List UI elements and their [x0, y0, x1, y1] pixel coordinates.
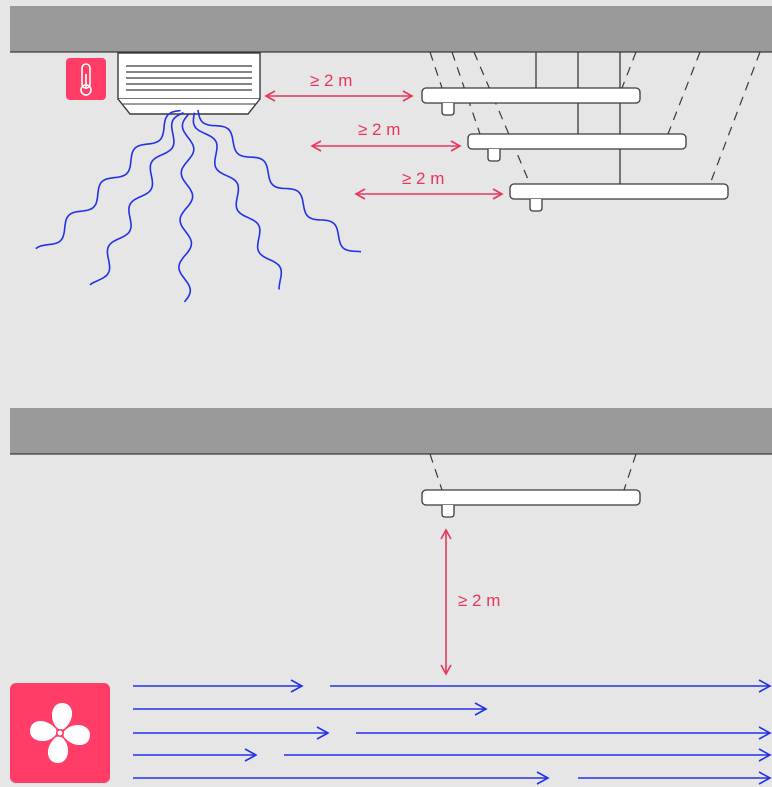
fan-airflow-arrows: [133, 686, 770, 778]
distance-label-1: ≥ 2 m: [310, 71, 352, 90]
distance-arrows-top: [266, 96, 502, 194]
panel-1: [422, 88, 640, 115]
top-scene: ≥ 2 m ≥ 2 m ≥ 2 m: [10, 6, 772, 302]
bottom-scene: ≥ 2 m: [10, 408, 772, 783]
ceiling-top: [10, 6, 772, 52]
airflow-wave-2: [90, 113, 184, 285]
ac-airflow-waves: [36, 110, 361, 302]
airflow-wave-3: [179, 114, 194, 302]
airflow-wave-4: [193, 113, 281, 290]
vertical-distance-label: ≥ 2 m: [458, 591, 500, 610]
airflow-wave-5: [198, 110, 361, 252]
distance-label-3: ≥ 2 m: [402, 169, 444, 188]
air-conditioner-unit: [118, 53, 260, 114]
suspended-panel-bottom: [422, 454, 640, 517]
ceiling-bottom: [10, 408, 772, 454]
distance-label-2: ≥ 2 m: [358, 120, 400, 139]
airflow-wave-1: [36, 111, 181, 249]
panel-2: [468, 134, 686, 161]
panel-3: [510, 184, 728, 211]
suspended-panels: [422, 52, 760, 211]
thermometer-icon: [66, 58, 106, 100]
fan-icon: [10, 683, 110, 783]
